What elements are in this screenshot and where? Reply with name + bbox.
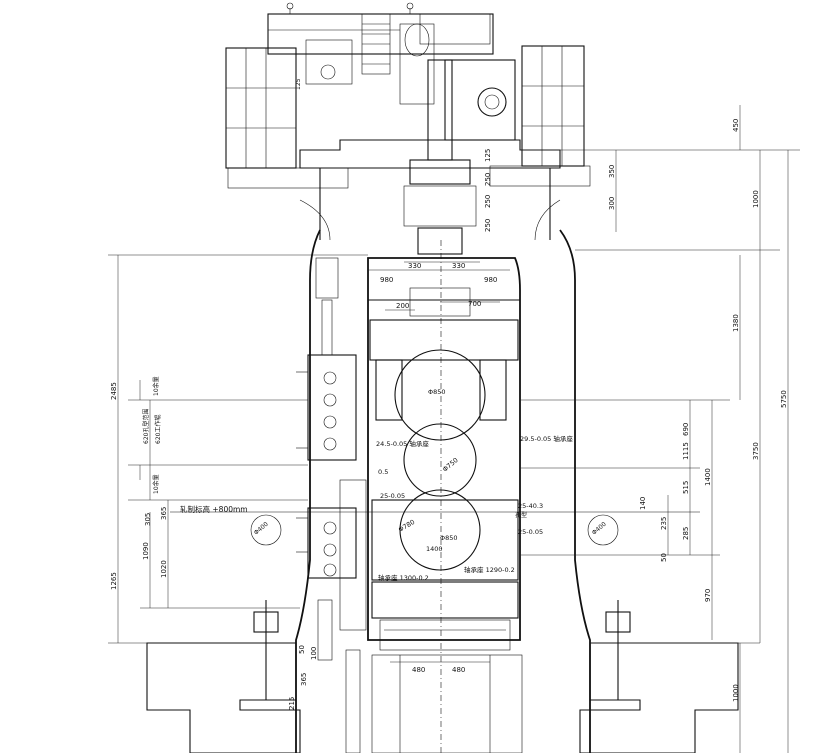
dim-980-left: 980	[380, 276, 393, 284]
dim-250-b: 250	[484, 195, 492, 208]
label-10-left-b: 10余量	[152, 474, 160, 494]
pass-label: 孔型	[515, 511, 527, 519]
dim-285: 285	[682, 527, 690, 540]
diameter-750: Φ750	[441, 456, 460, 473]
right-platform-railing	[489, 45, 591, 187]
text-labels: 330 330 980 980 700 200 125 250 250 250 …	[110, 119, 788, 710]
lower-left-formula: 轴承座 1300-0.2	[378, 573, 429, 582]
dim-300: 300	[608, 197, 616, 210]
label-620-work: 620工作辊	[154, 415, 162, 444]
dimension-lines	[108, 105, 800, 753]
diameter-780: Φ780	[397, 518, 416, 534]
dim-330-right: 330	[452, 262, 465, 270]
upper-work-roll	[403, 423, 477, 497]
dim-140: 140	[639, 497, 647, 510]
dim-5750: 5750	[780, 390, 788, 408]
dim-365: 365	[160, 507, 168, 520]
gap-formula: 25-0.05	[380, 492, 405, 500]
diameter-850-lower: Φ850	[440, 534, 458, 542]
valve-block	[305, 13, 391, 85]
upper-backup-roll	[394, 349, 486, 441]
diameter-400-right: Φ400	[591, 521, 608, 537]
dim-1265: 1265	[110, 572, 118, 590]
centerline-height-label: 轧制标高 +800mm	[180, 504, 248, 514]
foundation	[146, 600, 739, 753]
label-620-range: 620孔型范围	[142, 409, 150, 444]
dim-1000-bottom: 1000	[732, 684, 740, 702]
gap-top: 0.5	[378, 468, 388, 476]
dim-1115: 1115	[682, 442, 690, 460]
dim-235: 235	[660, 517, 668, 530]
dim-1380: 1380	[732, 314, 740, 332]
label-10-left: 10余量	[152, 376, 160, 396]
main-housing	[170, 229, 700, 753]
dim-d125: 125	[295, 78, 302, 90]
dim-50: 50	[660, 553, 668, 562]
drive-motor	[399, 23, 516, 141]
dim-480-left: 480	[412, 666, 425, 674]
right-block-formula: 25-0.05	[518, 528, 543, 536]
upper-roll-formula: 24.5-0.05 轴承座	[376, 439, 429, 448]
dim-2485: 2485	[110, 382, 118, 400]
dim-515: 515	[682, 481, 690, 494]
dim-330-left: 330	[408, 262, 421, 270]
upper-right-formula: 29.5-0.05 轴承座	[520, 434, 573, 443]
dim-690: 690	[682, 423, 690, 436]
lower-right-formula: 轴承座 1290-0.2	[464, 565, 515, 574]
dim-305: 305	[144, 513, 152, 526]
diameter-850-upper: Φ850	[428, 388, 446, 396]
dim-3750: 3750	[752, 442, 760, 460]
dim-250-c: 250	[484, 219, 492, 232]
dim-1020: 1020	[160, 560, 168, 578]
dim-365-lower: 365	[300, 673, 308, 686]
lower-work-roll	[399, 489, 481, 571]
dim-1400: 1400	[704, 468, 712, 486]
dim-480-right: 480	[452, 666, 465, 674]
dim-980-right: 980	[484, 276, 497, 284]
dim-450: 450	[732, 119, 740, 132]
dim-125-top: 125	[484, 149, 492, 162]
diameter-1400: 1400	[426, 545, 443, 553]
left-platform-railing	[225, 47, 349, 189]
dim-215: 215	[288, 697, 296, 710]
dim-100: 100	[310, 647, 318, 660]
dim-200: 200	[396, 302, 409, 310]
dim-1000-top: 1000	[752, 190, 760, 208]
offset-formula: 25-40.3	[518, 502, 543, 510]
dim-700: 700	[468, 300, 481, 308]
dim-1090: 1090	[142, 542, 150, 560]
dim-970: 970	[704, 589, 712, 602]
left-guide-equipment	[296, 257, 367, 753]
dim-350: 350	[608, 165, 616, 178]
dim-50-lower: 50	[298, 645, 306, 654]
dim-250-a: 250	[484, 173, 492, 186]
top-drive-assembly: 125	[225, 2, 591, 255]
screwdown-spindle	[403, 59, 477, 255]
diameter-400-left: Φ400	[253, 521, 270, 537]
